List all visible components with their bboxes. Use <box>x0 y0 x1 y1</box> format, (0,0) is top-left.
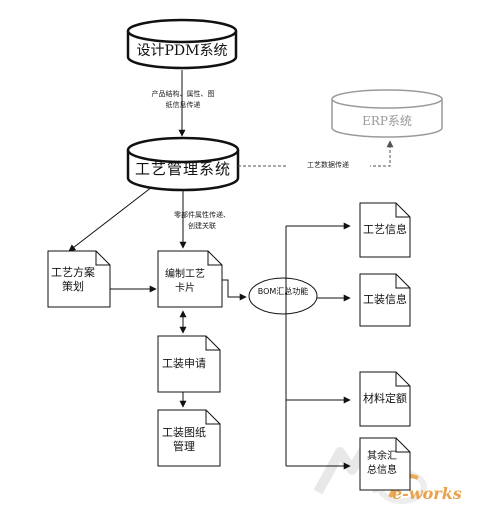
out-other-summary-doc <box>359 437 411 491</box>
tooling-drawing-doc <box>157 409 221 467</box>
out-other-summary-label: 其余汇总信息 <box>367 451 397 476</box>
edge-label-pdm-to-process: 产品结构、属性、图纸信息传递 <box>151 90 215 109</box>
bom-label: BOM汇总功能 <box>257 287 309 296</box>
design-pdm-label: 设计PDM系统 <box>136 43 228 59</box>
bom-branch-lines <box>285 222 351 470</box>
out-tooling-info-doc <box>359 273 411 327</box>
tooling-request-label: 工装申请 <box>162 357 206 370</box>
out-process-info-label: 工艺信息 <box>363 223 407 236</box>
arrow-card-to-bom <box>222 279 247 301</box>
tooling-drawing-label: 工装图纸管理 <box>162 426 206 453</box>
bom-ellipse <box>248 277 318 315</box>
watermark-brand: e-works <box>392 484 462 503</box>
design-pdm-cylinder <box>126 18 238 70</box>
process-mgmt-cylinder <box>126 136 240 192</box>
out-material-quota-label: 材料定额 <box>363 392 407 405</box>
out-tooling-info-label: 工装信息 <box>363 293 407 306</box>
edge-label-process-to-card: 零部件属性传递、创建关联 <box>174 211 230 230</box>
erp-label: ERP系统 <box>362 114 412 128</box>
tooling-request-doc <box>157 335 221 393</box>
process-plan-label: 工艺方案策划 <box>51 266 95 293</box>
edge-label-process-to-erp: 工艺数据传递 <box>286 160 370 171</box>
process-plan-doc <box>47 250 111 308</box>
out-material-quota-doc <box>359 371 411 427</box>
arrow-process-to-plan <box>68 186 153 252</box>
erp-cylinder <box>331 89 443 138</box>
process-mgmt-label: 工艺管理系统 <box>134 160 231 178</box>
out-process-info-doc <box>359 202 411 258</box>
card-doc <box>157 250 223 308</box>
card-label: 编制工艺卡片 <box>165 269 205 294</box>
